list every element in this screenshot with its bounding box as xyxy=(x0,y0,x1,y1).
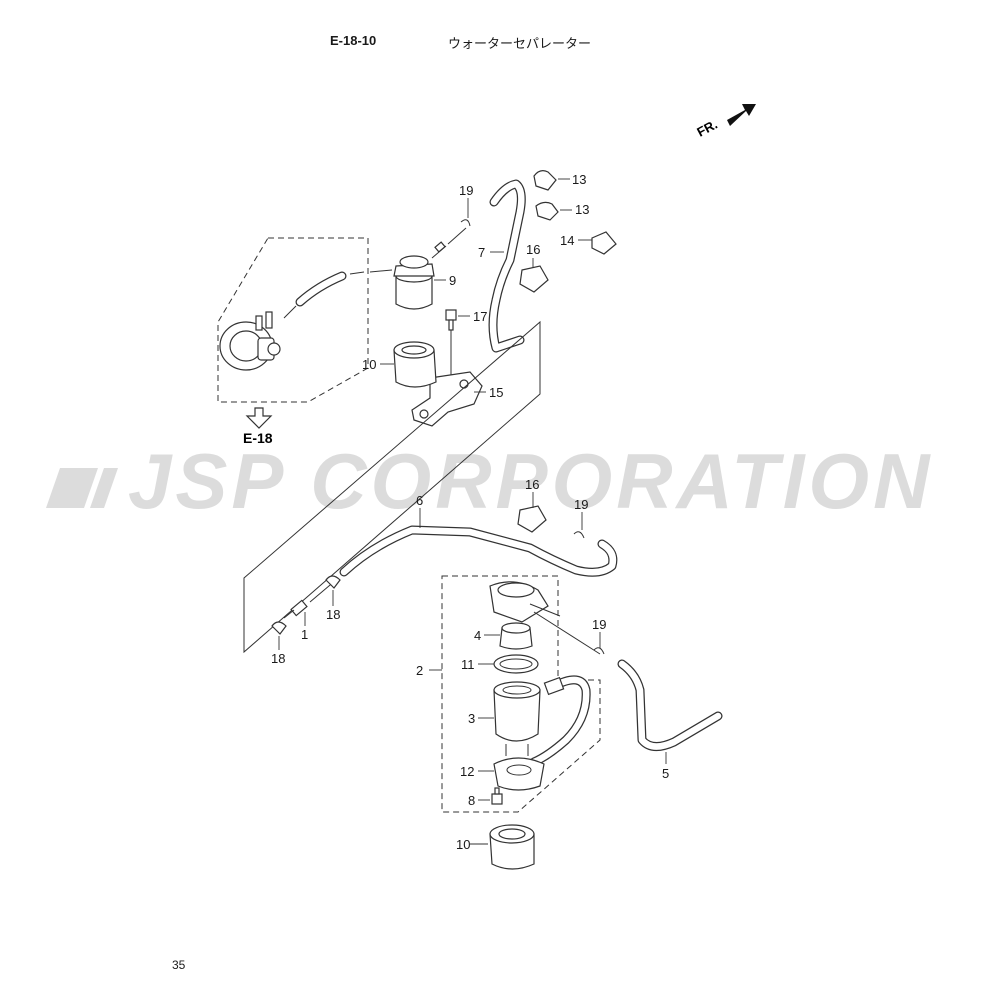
o-ring-11 xyxy=(493,654,539,674)
float-4 xyxy=(499,622,533,650)
sensor-connector xyxy=(543,676,565,696)
callouts: 13 13 14 16 19 7 9 17 10 15 6 16 19 1 18… xyxy=(271,172,669,852)
clip-16-lower xyxy=(517,505,547,533)
callout-16b: 16 xyxy=(525,477,539,492)
separator-outlet-line xyxy=(447,227,467,245)
callout-18b: 18 xyxy=(271,651,285,666)
filter-cup-10-upper xyxy=(393,341,437,388)
callout-12: 12 xyxy=(460,764,474,779)
callout-13b: 13 xyxy=(575,202,589,217)
callout-19a: 19 xyxy=(459,183,473,198)
callout-1: 1 xyxy=(301,627,308,642)
callout-7: 7 xyxy=(478,245,485,260)
upper-water-separator xyxy=(393,241,447,310)
front-label: FR. xyxy=(694,117,720,140)
callout-15: 15 xyxy=(489,385,503,400)
clamp-19-upper xyxy=(460,219,471,227)
watermark-logo xyxy=(46,468,118,508)
filter-cup-10-lower xyxy=(489,824,535,870)
watermark: JSP CORPORATION xyxy=(46,437,929,525)
callout-18a: 18 xyxy=(326,607,340,622)
clamp-19-lower xyxy=(593,647,605,655)
bolt-17 xyxy=(445,309,457,331)
pump-connector xyxy=(283,271,365,319)
clip-13-upper xyxy=(533,170,557,191)
drain-plug-8 xyxy=(491,787,503,805)
hose-6-group-outline xyxy=(243,320,541,654)
callout-4: 4 xyxy=(474,628,481,643)
front-direction-marker: FR. xyxy=(694,104,756,140)
callout-19c: 19 xyxy=(592,617,606,632)
bowl-3 xyxy=(493,681,541,756)
leader-lines xyxy=(278,178,667,845)
callout-5: 5 xyxy=(662,766,669,781)
section-title: ウォーターセパレーター xyxy=(448,37,592,52)
clamp-19-middle xyxy=(573,531,585,539)
reference-arrow: E-18 xyxy=(243,407,273,446)
clip-13-lower xyxy=(535,201,559,221)
separator-group-box xyxy=(441,575,601,813)
front-arrow-icon xyxy=(727,104,756,126)
callout-9: 9 xyxy=(449,273,456,288)
callout-13a: 13 xyxy=(572,172,586,187)
fitting-1 xyxy=(290,599,308,617)
fuel-pump xyxy=(219,311,281,371)
callout-17: 17 xyxy=(473,309,487,324)
clip-16-upper xyxy=(519,265,549,293)
down-arrow-icon xyxy=(245,407,273,429)
callout-10a: 10 xyxy=(362,357,376,372)
callout-11: 11 xyxy=(461,657,475,672)
reference-label: E-18 xyxy=(243,430,273,446)
bracket-15 xyxy=(411,371,483,427)
callout-19b: 19 xyxy=(574,497,588,512)
page-number: 35 xyxy=(172,958,186,972)
clamp-18-lower xyxy=(271,621,287,635)
callout-3: 3 xyxy=(468,711,475,726)
clamp-18-upper xyxy=(325,575,341,589)
callout-2: 2 xyxy=(416,663,423,678)
callout-16a: 16 xyxy=(526,242,540,257)
callout-8: 8 xyxy=(468,793,475,808)
reference-group-box xyxy=(217,237,369,403)
gasket-12 xyxy=(493,757,545,791)
clip-14 xyxy=(591,231,617,255)
section-code: E-18-10 xyxy=(330,33,377,48)
callout-6: 6 xyxy=(416,493,423,508)
callout-10b: 10 xyxy=(456,837,470,852)
callout-14: 14 xyxy=(560,233,574,248)
separator-head xyxy=(489,581,601,655)
